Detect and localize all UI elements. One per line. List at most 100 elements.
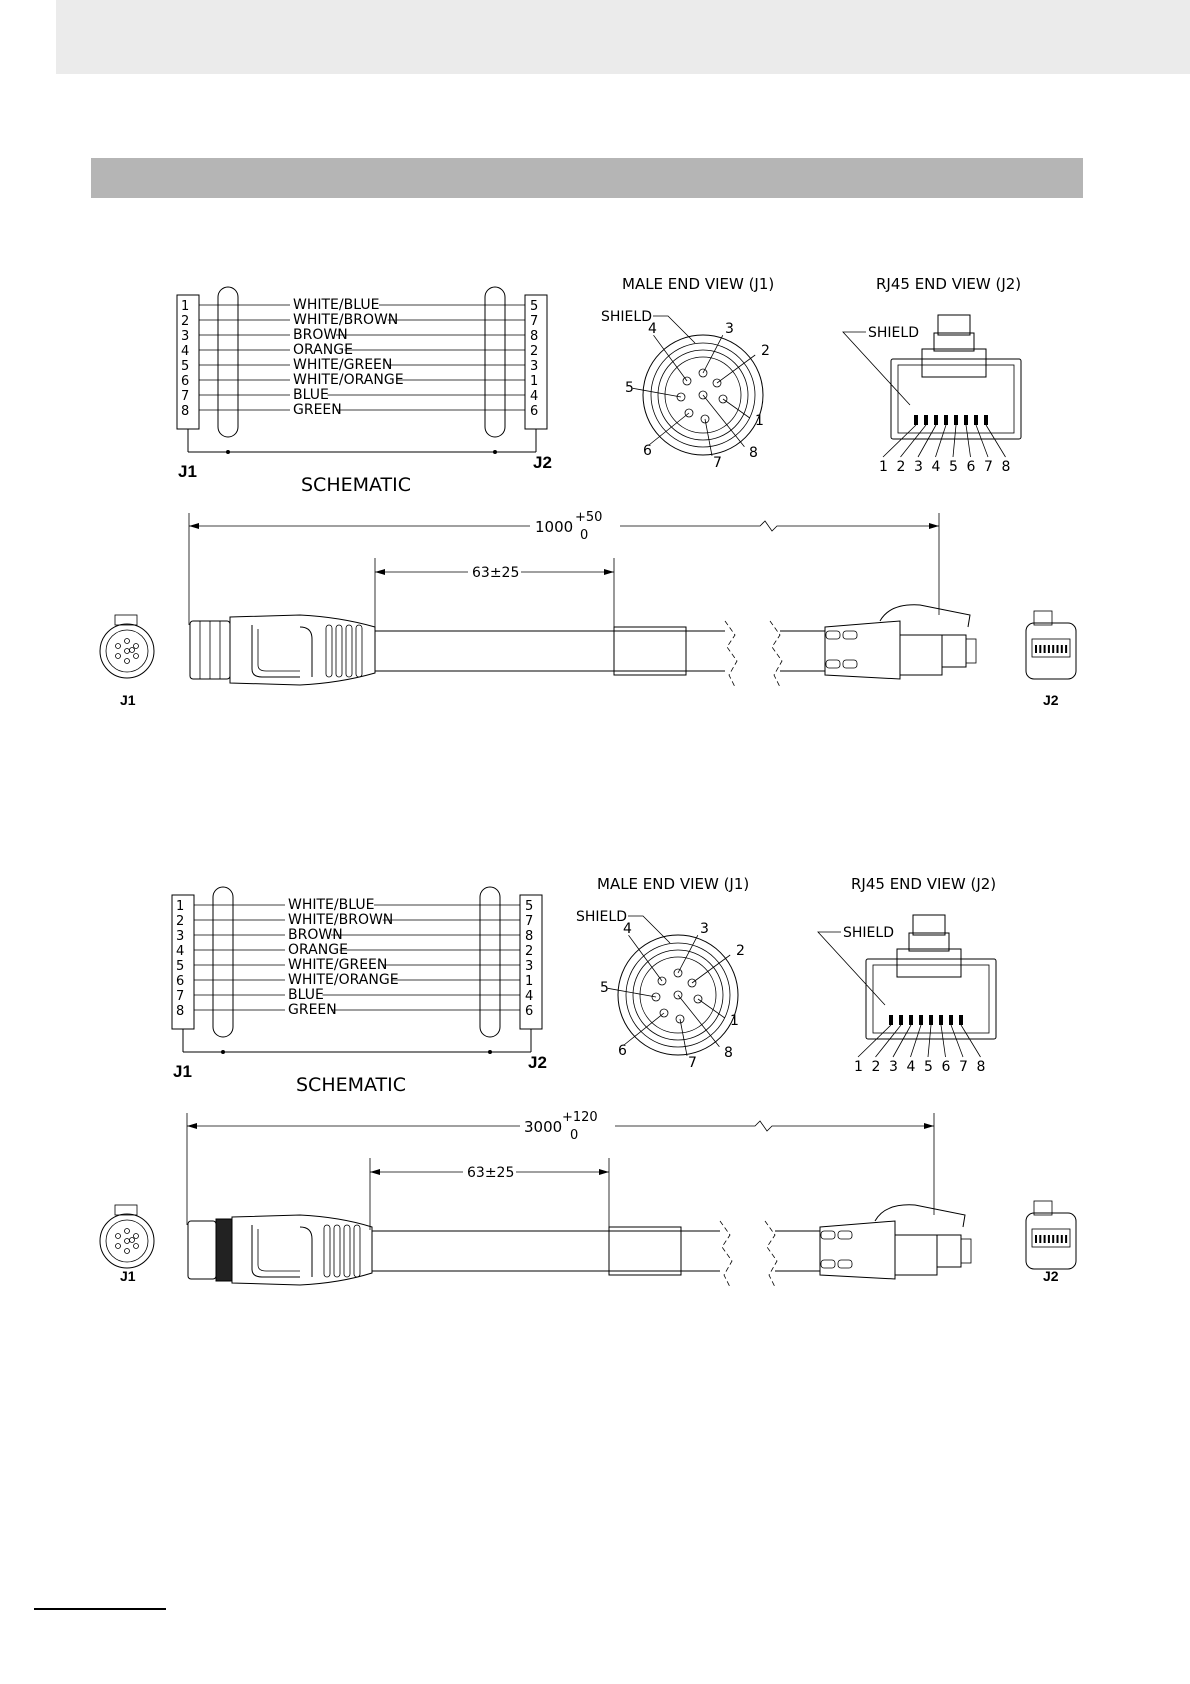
wire-label: BLUE [293,387,329,403]
sleeve-dim: 63±25 [472,565,519,581]
wire-label: BLUE [288,987,324,1003]
j2-pin-number: 3 [530,359,538,374]
schematic-title: SCHEMATIC [296,1074,406,1096]
rj45-contact [959,1015,963,1025]
j1-pin-number: 1 [181,299,189,314]
male-pin [684,408,694,418]
rj45-pin-label: 3 [914,459,923,475]
j2-label: J2 [528,1053,547,1072]
j2-pin-number: 1 [525,974,533,989]
cable-assembly: J1 J2 [99,604,1077,708]
rj45-shield-label: SHIELD [843,925,894,941]
male-pin [673,968,683,978]
rj45-contact [964,415,968,425]
male-pin-label: 8 [749,445,758,461]
male-pin [700,414,710,424]
j1-pin-number: 7 [181,389,189,404]
length-dimension: 1000 +50 0 [188,510,940,625]
rj45-pin-label: 8 [1002,459,1011,475]
rj45-contact [919,1015,923,1025]
j1-pin-number: 6 [181,374,189,389]
male-pin [693,994,703,1004]
j2-pin-number: 4 [525,989,533,1004]
length-dimension: 3000 +120 0 [186,1110,935,1225]
j1-pin-number: 4 [181,344,189,359]
end-j2-label: J2 [1043,1268,1059,1284]
j1-pin-number: 5 [181,359,189,374]
rj45-pin-label: 3 [889,1059,898,1075]
male-view-title: MALE END VIEW (J1) [622,275,774,293]
cable-drawing-1: WHITE/BLUEWHITE/BROWNBROWNORANGEWHITE/GR… [99,275,1077,708]
rj45-pin-label: 7 [984,459,993,475]
male-pin-label: 1 [755,413,764,429]
male-pin [673,990,683,1000]
male-pin [675,1014,685,1024]
j2-shield-outline [484,286,506,438]
male-pin-label: 6 [643,443,652,459]
length-tol-minus: 0 [570,1128,578,1143]
j1-face-view [99,1213,155,1269]
page-header-band [56,0,1190,74]
male-pin [676,392,686,402]
rj45-contact [974,415,978,425]
male-pin-label: 3 [700,921,709,937]
sleeve-dim: 63±25 [467,1165,514,1181]
wire-label: ORANGE [288,942,348,958]
j1-pin-number: 3 [181,329,189,344]
j1-pin-number: 1 [176,899,184,914]
j2-pin-number: 6 [530,404,538,419]
wire-label: WHITE/BLUE [293,297,379,313]
rj45-pin-label: 4 [932,459,941,475]
length-tol-plus: +120 [562,1110,598,1125]
male-pin-label: 2 [761,343,770,359]
length-tol-plus: +50 [575,510,602,525]
rj45-contact [899,1015,903,1025]
male-pin [698,368,708,378]
footer-rule [34,1608,166,1610]
wire-label: ORANGE [293,342,353,358]
rj45-pin-label: 7 [959,1059,968,1075]
male-pin [718,394,728,404]
j2-face-view [1025,1212,1077,1270]
j2-pin-number: 5 [530,299,538,314]
j1-pin-number: 2 [181,314,189,329]
end-j2-label: J2 [1043,692,1059,708]
length-tol-minus: 0 [580,528,588,543]
j2-pin-number: 8 [530,329,538,344]
rj45-pin-label: 5 [949,459,958,475]
j1-pin-number: 6 [176,974,184,989]
j1-pin-number: 3 [176,929,184,944]
male-pin [657,976,667,986]
rj45-contact [949,1015,953,1025]
male-pin [651,992,661,1002]
male-pin-label: 7 [688,1055,697,1071]
wiring-schematic: WHITE/BLUEWHITE/BROWNBROWNORANGEWHITE/GR… [176,286,552,496]
male-view-title: MALE END VIEW (J1) [597,875,749,893]
rj45-pin-label: 6 [942,1059,951,1075]
male-pin-label: 4 [623,921,632,937]
rj45-shield-label: SHIELD [868,325,919,341]
male-pin [659,1008,669,1018]
rj45-contact [929,1015,933,1025]
male-pin-label: 2 [736,943,745,959]
j2-pin-number: 2 [525,944,533,959]
wire-label: GREEN [288,1002,337,1018]
wire-label: WHITE/BLUE [288,897,374,913]
length-value: 3000 [524,1118,562,1136]
male-pin-label: 7 [713,455,722,471]
rj45-pin-label: 1 [879,459,888,475]
j1-pin-number: 4 [176,944,184,959]
male-pin [712,378,722,388]
rj45-pin-label: 2 [897,459,906,475]
j1-shield-outline [217,286,239,438]
end-j1-label: J1 [120,692,136,708]
j2-pin-number: 7 [530,314,538,329]
j2-pin-number: 6 [525,1004,533,1019]
j1-label: J1 [178,462,197,481]
rj45-pin-label: 1 [854,1059,863,1075]
wire-label: WHITE/BROWN [293,312,398,328]
male-pin-label: 6 [618,1043,627,1059]
rj45-pin-label: 6 [967,459,976,475]
